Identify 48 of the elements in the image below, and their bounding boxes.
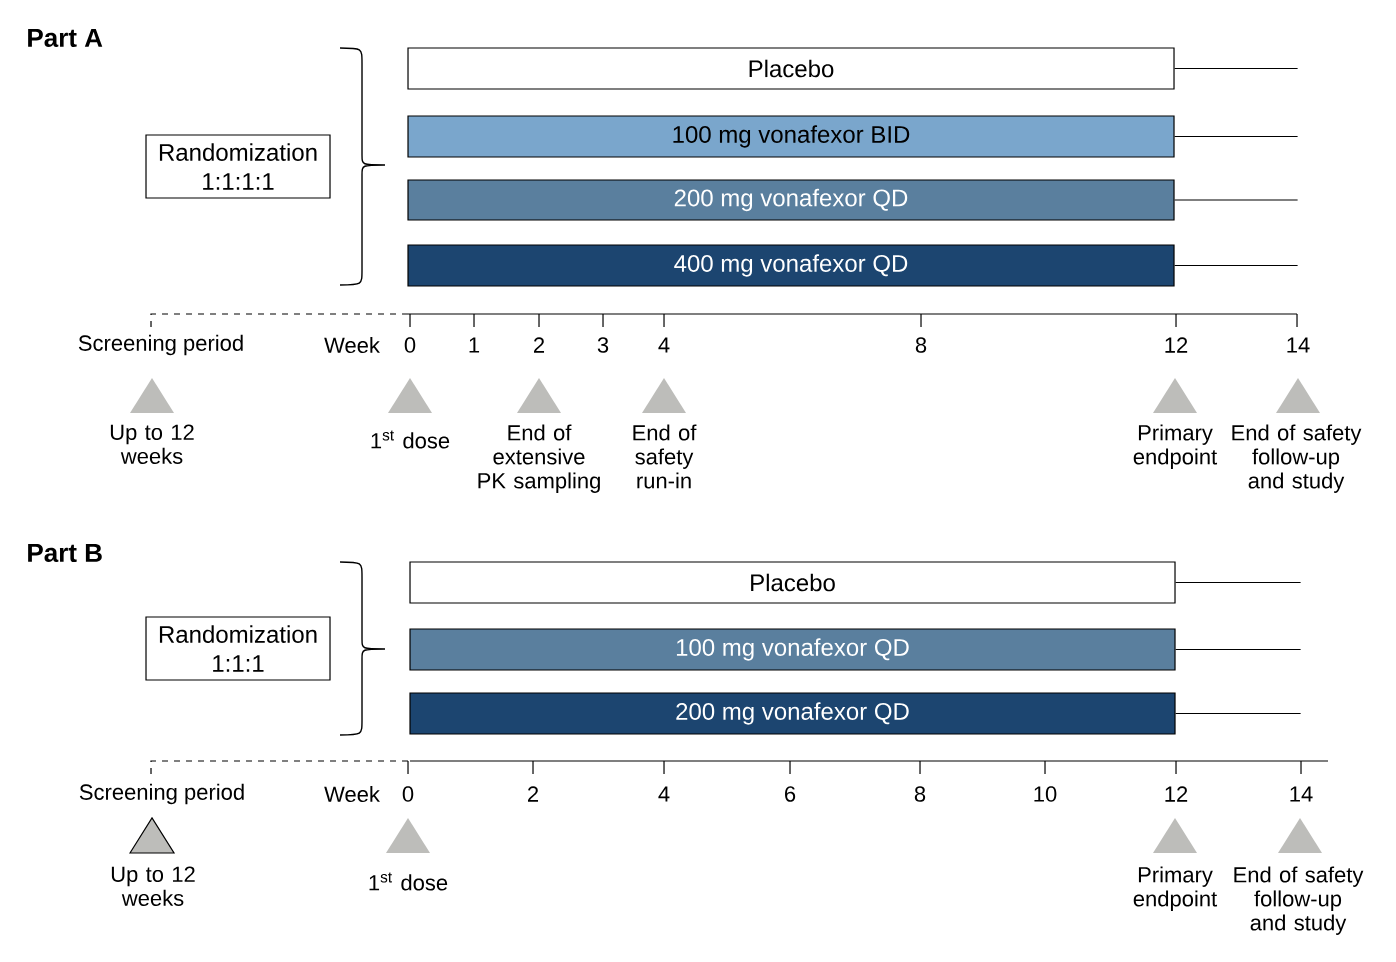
tick-label: 4 [658,337,670,353]
treatment-arm-bar: 200 mg vonafexor QD [407,179,1175,221]
connector-line [1174,67,1299,70]
milestone-label: 1$^{st}$ dose [369,872,448,891]
tick-label: 3 [597,337,609,353]
axis-label: Screening period [79,783,244,805]
tick-label: 8 [915,337,927,353]
tick-label: 0 [404,337,416,353]
treatment-arm-bar: 400 mg vonafexor QD [407,244,1175,287]
milestone-label: Up to 12 weeks [110,424,194,464]
axis-label: Week [324,785,380,803]
connector-line [1175,581,1302,584]
randomization-box: Randomization 1:1:1:1 [145,134,331,199]
connector-line [1175,712,1302,715]
tick-label: 0 [402,786,414,802]
milestone-label: 1$^{st}$ dose [371,430,450,449]
connector-line [1174,199,1299,201]
milestone-label: End of safety follow-up and study [1234,866,1364,935]
milestone-label: End of safety follow-up and study [1232,424,1362,493]
treatment-arm-bar: 100 mg vonafexor QD [409,628,1176,671]
treatment-arm-bar: 200 mg vonafexor QD [409,692,1176,735]
connector-line [1174,135,1299,138]
milestone-label: End of extensive PK sampling [478,424,600,493]
treatment-arm-bar: Placebo [409,561,1176,604]
treatment-arm-bar: Placebo [407,47,1175,90]
treatment-arm-bar: 100 mg vonafexor BID [407,115,1175,158]
tick-label: 1 [469,337,480,353]
connector-line [1174,264,1299,267]
tick-label: 2 [534,337,545,353]
tick-label: 2 [528,786,539,802]
tick-label: 12 [1165,786,1188,802]
tick-label: 14 [1287,337,1310,353]
part-heading: Part A [28,28,103,48]
milestone-label: Up to 12 weeks [111,866,195,906]
milestone-label: Primary endpoint [1133,866,1218,911]
tick-label: 14 [1290,786,1313,802]
randomization-box: Randomization 1:1:1 [145,616,331,681]
milestone-label: End of safety run-in [633,424,697,489]
axis-label: Screening period [78,334,243,356]
tick-label: 10 [1034,786,1057,802]
milestone-label: Primary endpoint [1133,424,1218,469]
tick-label: 4 [658,786,670,802]
axis-label: Week [324,336,380,354]
connector-line [1175,648,1302,651]
tick-label: 12 [1165,337,1188,353]
tick-label: 6 [785,786,796,802]
tick-label: 8 [914,786,926,802]
part-heading: Part B [28,543,102,563]
